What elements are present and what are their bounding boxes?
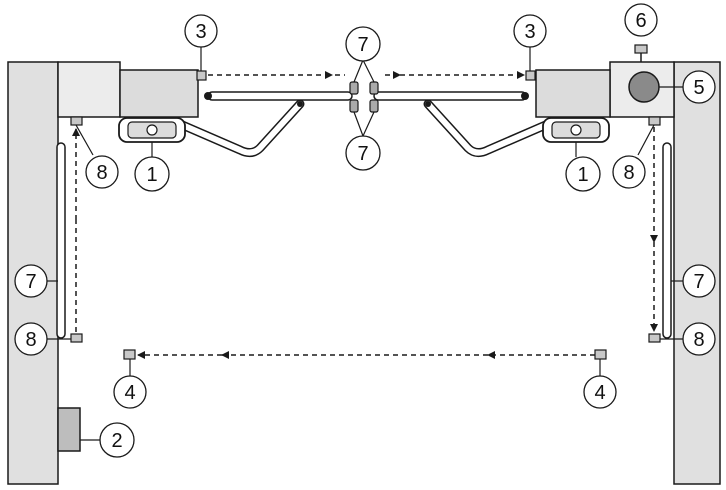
callout-7-top-upper: 7 xyxy=(345,26,381,62)
callout-2: 2 xyxy=(99,422,135,458)
top-safety-edges xyxy=(349,81,379,113)
right-gate-edge xyxy=(662,142,672,339)
callout-5: 5 xyxy=(682,70,716,104)
callout-1-left: 1 xyxy=(134,156,170,192)
svg-text:3: 3 xyxy=(195,21,206,43)
photocell-bottom-left xyxy=(123,349,136,360)
svg-text:5: 5 xyxy=(693,77,704,99)
svg-text:7: 7 xyxy=(357,143,368,165)
left-arm xyxy=(175,99,305,158)
left-post xyxy=(57,61,121,118)
svg-text:1: 1 xyxy=(577,164,588,186)
svg-text:3: 3 xyxy=(524,21,535,43)
callout-3-left: 3 xyxy=(184,14,218,48)
svg-text:8: 8 xyxy=(693,329,704,351)
svg-text:7: 7 xyxy=(25,271,36,293)
photocell-bottom-right xyxy=(594,349,607,360)
callout-8-right-bottom: 8 xyxy=(682,322,716,356)
svg-text:7: 7 xyxy=(693,271,704,293)
antenna-icon xyxy=(634,44,648,62)
callout-1-right: 1 xyxy=(565,156,601,192)
svg-text:7: 7 xyxy=(357,34,368,56)
callout-8-left-bottom: 8 xyxy=(14,322,48,356)
callout-4-left: 4 xyxy=(113,375,147,409)
right-arm xyxy=(423,99,553,158)
svg-text:2: 2 xyxy=(111,430,122,452)
left-gate-edge xyxy=(56,142,66,339)
post-sensor-right-bottom xyxy=(648,333,661,343)
left-motor-box xyxy=(119,69,199,118)
callout-6: 6 xyxy=(624,3,658,37)
callout-8-left-top: 8 xyxy=(85,155,119,189)
callout-7-right: 7 xyxy=(682,264,716,298)
svg-text:4: 4 xyxy=(594,382,605,404)
callout-7-left: 7 xyxy=(14,264,48,298)
svg-text:4: 4 xyxy=(124,382,135,404)
photocell-top-right xyxy=(525,70,536,81)
right-motor-box xyxy=(535,69,611,118)
callout-8-right-top: 8 xyxy=(612,155,646,189)
gear-motor-icon xyxy=(118,117,186,143)
photocell-beams xyxy=(72,71,658,359)
callout-3-right: 3 xyxy=(513,14,547,48)
svg-text:8: 8 xyxy=(96,162,107,184)
svg-text:8: 8 xyxy=(25,329,36,351)
photocell-top-left xyxy=(196,70,207,81)
leader-lines xyxy=(45,46,683,441)
post-sensor-left-top xyxy=(70,116,83,126)
post-sensor-left-bottom xyxy=(70,333,83,343)
svg-text:6: 6 xyxy=(635,10,646,32)
key-selector-icon xyxy=(57,407,81,452)
left-top-bar xyxy=(207,91,353,101)
callout-7-top-lower: 7 xyxy=(345,135,381,171)
flashing-lamp-icon xyxy=(628,71,660,103)
callout-4-right: 4 xyxy=(583,375,617,409)
svg-text:1: 1 xyxy=(146,164,157,186)
post-sensor-right-top xyxy=(648,116,661,126)
svg-text:8: 8 xyxy=(623,162,634,184)
right-top-bar xyxy=(373,91,527,101)
gear-motor-icon xyxy=(542,117,610,143)
